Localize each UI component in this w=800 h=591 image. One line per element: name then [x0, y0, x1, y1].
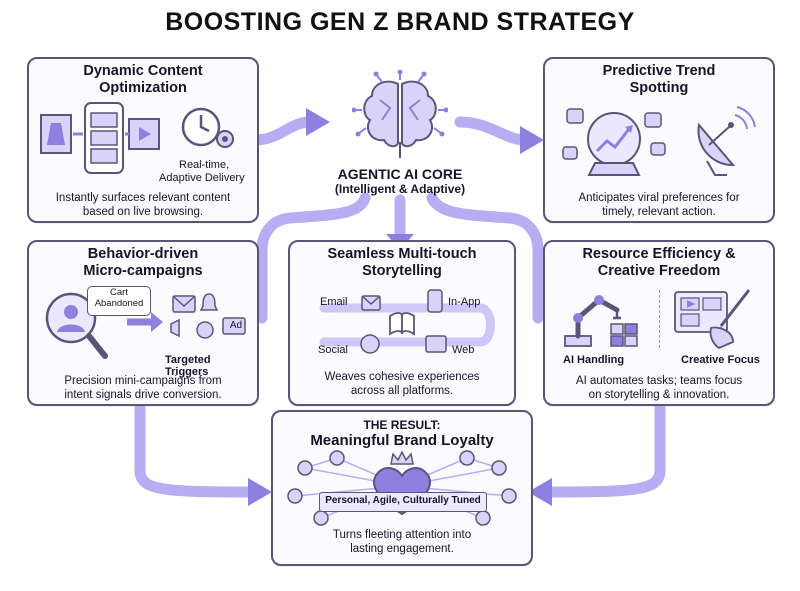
flow-arrowhead [520, 126, 544, 154]
channel-email: Email [320, 296, 348, 308]
card-behavior-campaigns: Behavior-driven Micro-campaigns Cart Aba… [27, 240, 259, 406]
resource-left-label: AI Handling [563, 354, 625, 366]
card-desc-line1: Instantly surfaces relevant content [55, 192, 231, 204]
card-desc-line1: Precision mini-campaigns from [64, 375, 222, 387]
flow-arrowhead [306, 108, 330, 136]
dynamic-label-line1: Real-time, [179, 159, 230, 171]
magnifier-user-icon [45, 292, 108, 359]
result-kicker: THE RESULT: [363, 418, 441, 432]
card-title-line2: Creative Freedom [597, 263, 721, 279]
card-desc-line2: based on live browsing. [82, 206, 204, 218]
dynamic-label-line2: Adaptive Delivery [159, 172, 245, 184]
divider-line [659, 290, 660, 348]
resource-right-label: Creative Focus [681, 354, 760, 366]
satellite-dish-icon [697, 106, 756, 176]
card-desc-line1: Turns fleeting attention into [332, 529, 472, 541]
crystal-ball-trend-icon [562, 108, 666, 176]
card-title-line1: Resource Efficiency & [582, 246, 736, 262]
flow-arrow-resource-to-result [542, 396, 666, 498]
page-title: BOOSTING GEN Z BRAND STRATEGY [165, 8, 635, 36]
bubble-line1: Cart [110, 287, 128, 298]
card-title-line1: Dynamic Content [83, 63, 203, 79]
card-title-line2: Spotting [629, 80, 689, 96]
storytelling-flow-icon [319, 289, 495, 354]
card-title-line1: Behavior-driven [87, 246, 199, 262]
bubble-line2: Abandoned [94, 298, 144, 309]
brain-icon [352, 70, 448, 158]
card-title-line1: Seamless Multi-touch [327, 246, 477, 262]
flow-arrow-core-to-behavior [256, 192, 371, 324]
campaign-channels-icon [170, 293, 246, 339]
flow-arrowhead [248, 478, 272, 506]
card-dynamic-content: Dynamic Content Optimization Real-time, … [27, 57, 259, 223]
card-desc-line1: AI automates tasks; teams focus [575, 375, 743, 387]
robot-arm-icon [564, 295, 638, 347]
flow-arrow-core-to-resource [426, 192, 544, 324]
behavior-label: Targeted Triggers [165, 354, 211, 378]
card-desc-line1: Weaves cohesive experiences [324, 371, 480, 383]
channel-social: Social [318, 344, 348, 356]
trigger-arrow-icon [127, 312, 163, 332]
card-desc-line2: lasting engagement. [350, 543, 454, 555]
card-predictive-trend: Predictive Trend Spotting Anticipates vi… [543, 57, 775, 223]
creative-brush-icon [674, 289, 751, 350]
card-desc-line2: across all platforms. [350, 385, 454, 397]
card-desc-line1: Anticipates viral preferences for [578, 192, 740, 204]
result-title: Meaningful Brand Loyalty [310, 432, 494, 449]
core-subtitle: (Intelligent & Adaptive) [334, 182, 466, 196]
card-title-line2: Micro-campaigns [83, 263, 203, 279]
card-desc-line2: on storytelling & innovation. [588, 389, 730, 401]
ad-label: Ad [229, 320, 243, 331]
cart-abandoned-bubble [87, 286, 151, 316]
phone-content-icon [40, 102, 160, 174]
card-storytelling: Seamless Multi-touch Storytelling Email … [288, 240, 516, 406]
card-title-line1: Predictive Trend [602, 63, 716, 79]
card-title-line2: Storytelling [362, 263, 442, 279]
flow-arrow-behavior-to-result [134, 396, 256, 498]
flow-arrow-core-to-predictive [454, 116, 531, 146]
result-banner-text: Personal, Agile, Culturally Tuned [325, 495, 481, 506]
card-resource-efficiency: Resource Efficiency & Creative Freedom A… [543, 240, 775, 406]
channel-web: Web [452, 344, 475, 356]
card-desc-line2: intent signals drive conversion. [64, 389, 222, 401]
card-desc-line2: timely, relevant action. [602, 206, 716, 218]
heart-network-icon [287, 450, 517, 526]
result-banner [319, 492, 487, 512]
flow-arrow-dynamic-to-core [249, 116, 316, 146]
card-result: THE RESULT: Meaningful Brand Loyalty Per… [271, 410, 533, 566]
flow-arrowhead [528, 478, 552, 506]
card-title-line2: Optimization [99, 80, 187, 96]
channel-inapp: In-App [448, 296, 481, 308]
core-title: AGENTIC AI CORE [337, 166, 463, 182]
clock-gear-icon [181, 107, 234, 148]
